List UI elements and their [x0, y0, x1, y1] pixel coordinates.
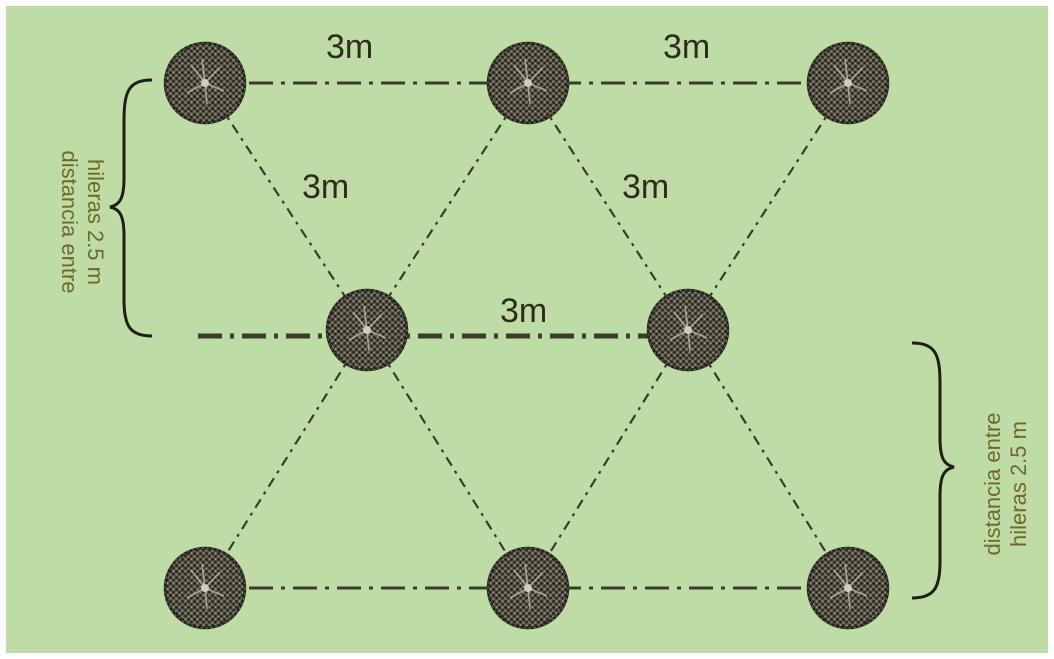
- tree-icon: [325, 288, 409, 372]
- row-distance-note-line1: distancia entre: [57, 150, 82, 293]
- spacing-label: 3m: [302, 168, 349, 206]
- diag-line: [204, 329, 368, 589]
- tree-icon: [646, 288, 730, 372]
- row-distance-note-line2: hileras 2.5 m: [83, 159, 108, 285]
- brace-left: [109, 78, 153, 338]
- tree-icon: [486, 546, 570, 630]
- spacing-label: 3m: [663, 28, 710, 66]
- spacing-label: 3m: [500, 292, 547, 330]
- row-distance-note-right: distancia entre hileras 2.5 m: [980, 412, 1031, 555]
- diag-line: [527, 329, 689, 589]
- spacing-label: 3m: [326, 28, 373, 66]
- spacing-label: 3m: [622, 168, 669, 206]
- row-distance-note-line1: distancia entre: [980, 412, 1005, 555]
- row-distance-note-left: distancia entre hileras 2.5 m: [57, 150, 108, 293]
- tree-icon: [163, 546, 247, 630]
- diag-line: [366, 329, 529, 589]
- tree-icon: [486, 41, 570, 125]
- tree-icon: [806, 546, 890, 630]
- brace-right: [911, 341, 955, 600]
- tree-icon: [163, 41, 247, 125]
- spacing-labels: 3m 3m 3m 3m 3m: [302, 28, 710, 330]
- diag-line: [687, 329, 849, 589]
- row-distance-note-line2: hileras 2.5 m: [1006, 421, 1031, 547]
- tree-icon: [806, 41, 890, 125]
